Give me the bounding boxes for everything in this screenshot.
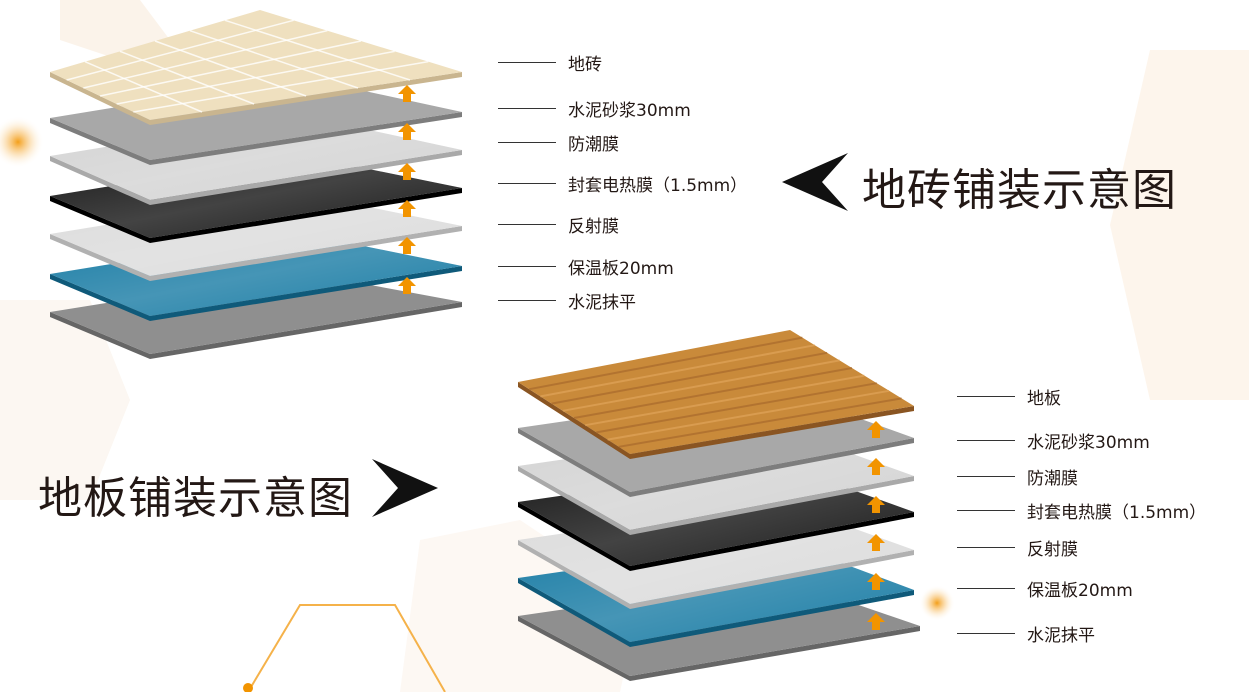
wood-layer-label: 反射膜 <box>1027 539 1078 560</box>
leader-line <box>957 632 1015 634</box>
wood-layer-label: 保温板20mm <box>1027 580 1133 601</box>
heat-up-arrow-icon <box>398 85 416 102</box>
tile-layer-label: 反射膜 <box>568 216 619 237</box>
tile-layer-label: 防潮膜 <box>568 134 619 155</box>
leader-line <box>498 182 556 184</box>
glow-dot <box>919 585 955 621</box>
heat-up-arrow-icon <box>398 163 416 180</box>
leader-line <box>498 141 556 143</box>
heat-up-arrow-icon <box>867 573 885 590</box>
heat-up-arrow-icon <box>867 421 885 438</box>
leader-line <box>957 587 1015 589</box>
wood-label-row: 保温板20mm <box>957 576 1133 601</box>
left-arrowhead-icon <box>782 153 848 211</box>
tile-label-row: 保温板20mm <box>498 254 674 279</box>
heat-up-arrow-icon <box>867 496 885 513</box>
heat-up-arrow-icon <box>398 200 416 217</box>
tile-label-row: 水泥抹平 <box>498 288 636 313</box>
wood-layer-label: 水泥抹平 <box>1027 625 1095 646</box>
wood-label-row: 水泥抹平 <box>957 621 1095 646</box>
heat-up-arrow-icon <box>398 277 416 294</box>
leader-line <box>498 299 556 301</box>
heat-up-arrow-icon <box>398 237 416 254</box>
heating-film-layer <box>50 155 462 243</box>
leader-line <box>957 509 1015 511</box>
glow-dot <box>0 116 44 168</box>
wood-label-row: 水泥砂浆30mm <box>957 428 1150 453</box>
heat-up-arrow-icon <box>398 123 416 140</box>
mortar-layer <box>50 77 462 165</box>
wood-layer-label: 防潮膜 <box>1027 468 1078 489</box>
tile-layer-label: 地砖 <box>568 54 602 75</box>
tile-label-row: 反射膜 <box>498 212 619 237</box>
tile-layer-label: 水泥抹平 <box>568 292 636 313</box>
tile-layer-label: 封套电热膜（1.5mm） <box>568 175 748 196</box>
wood-layer-label: 水泥砂浆30mm <box>1027 432 1150 453</box>
wood-label-row: 地板 <box>957 384 1061 409</box>
reflective-film-layer <box>50 193 462 281</box>
wood-layer-label: 封套电热膜（1.5mm） <box>1027 502 1207 523</box>
tile-layer <box>50 10 462 125</box>
wood-label-row: 防潮膜 <box>957 464 1078 489</box>
right-arrowhead-icon <box>372 459 438 517</box>
moisture-film-layer <box>50 115 462 205</box>
leader-line <box>957 546 1015 548</box>
orange-hexagon-outline <box>247 604 446 692</box>
leader-line <box>957 475 1015 477</box>
insulation-board-layer <box>50 233 462 321</box>
tile-label-row: 封套电热膜（1.5mm） <box>498 171 748 196</box>
tile-label-row: 防潮膜 <box>498 130 619 155</box>
heat-up-arrow-icon <box>867 534 885 551</box>
leader-line <box>498 61 556 63</box>
glow-dot <box>243 683 253 692</box>
tile-label-row: 地砖 <box>498 50 602 75</box>
wood-label-row: 封套电热膜（1.5mm） <box>957 498 1207 523</box>
leader-line <box>498 107 556 109</box>
wood-label-row: 反射膜 <box>957 535 1078 560</box>
tile-section-title: 地砖铺装示意图 <box>862 165 1177 216</box>
tile-label-row: 水泥砂浆30mm <box>498 96 691 121</box>
leader-line <box>498 223 556 225</box>
heat-up-arrow-icon <box>867 613 885 630</box>
faint-hexagon <box>0 300 130 500</box>
wood-layer <box>518 330 914 459</box>
faint-hexagon <box>1110 50 1249 400</box>
wood-section-title: 地板铺装示意图 <box>38 473 353 524</box>
cement-leveling-layer <box>50 272 462 359</box>
tile-layer-label: 保温板20mm <box>568 258 674 279</box>
leader-line <box>957 439 1015 441</box>
heat-up-arrow-icon <box>867 458 885 475</box>
wood-layer-label: 地板 <box>1027 388 1061 409</box>
leader-line <box>498 265 556 267</box>
tile-layer-label: 水泥砂浆30mm <box>568 100 691 121</box>
leader-line <box>957 395 1015 397</box>
